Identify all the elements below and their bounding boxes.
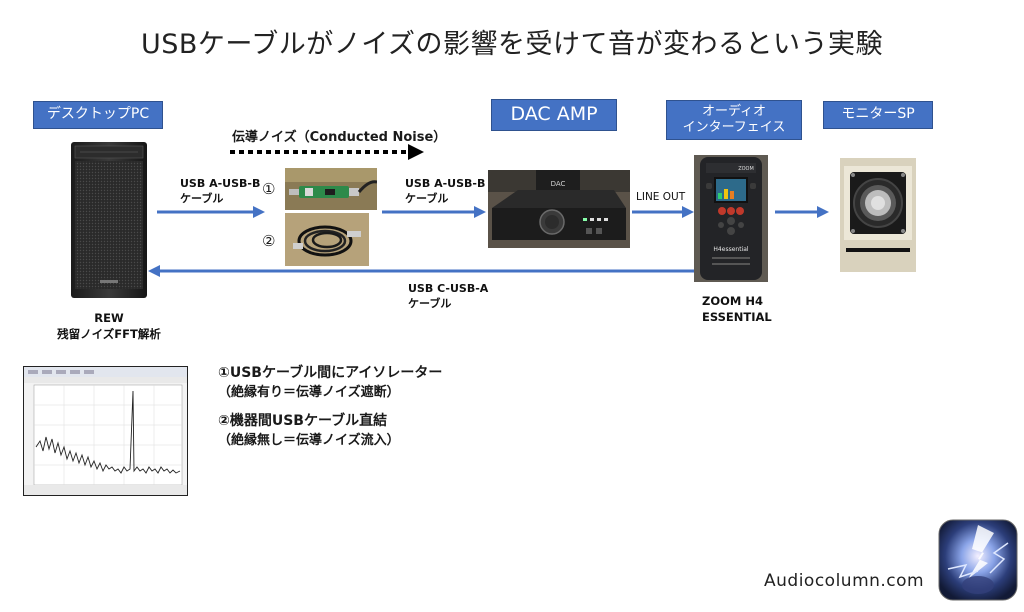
line-out-label: LINE OUT [636,191,686,203]
arrow-interface-to-pc-icon [148,265,694,277]
tag-dac-amp: DAC AMP [491,99,617,131]
cable-label-option-dac-line1: USB A-USB-B [405,177,486,190]
pc-caption-line2: 残留ノイズFFT解析 [57,326,161,341]
arrow-interface-to-speaker-icon [775,206,829,218]
note-option-1-sub: （絶縁有り＝伝導ノイズ遮断） [218,384,400,400]
rew-fft-screenshot-image [23,366,188,496]
arrow-pc-to-option-icon [157,206,265,218]
pc-caption-line1: REW [94,311,124,325]
tag-monitor-speaker: モニターSP [823,101,933,129]
tag-audio-interface-line2: インターフェイス [682,120,786,135]
usb-cable-image [285,213,369,266]
monitor-speaker-image [840,158,916,272]
dac-front-text: DAC [551,180,566,188]
note-option-1-head: ①USBケーブル間にアイソレーター [218,365,443,381]
site-logo-icon [938,519,1018,601]
interface-caption-line1: ZOOM H4 [702,294,763,308]
note-option-2: ②機器間USBケーブル直結 （絶縁無し＝伝導ノイズ流入） [218,412,400,450]
tag-audio-interface: オーディオ インターフェイス [666,100,802,140]
arrow-dac-to-interface-icon [632,206,694,218]
audio-interface-image: ZOOM H4essential [694,155,768,282]
cable-label-return-line1: USB C-USB-A [408,282,489,295]
isolator-image [285,168,377,210]
zoom-model-text: H4essential [713,246,748,253]
cable-label-option-dac: USB A-USB-B ケーブル [405,177,485,207]
arrow-option-to-dac-icon [382,206,486,218]
desktop-pc-image [71,142,147,298]
conducted-noise-label: 伝導ノイズ（Conducted Noise） [232,130,447,145]
tag-desktop-pc: デスクトップPC [33,101,163,129]
page-title: USBケーブルがノイズの影響を受けて音が変わるという実験 [141,29,883,60]
cable-label-return-line2: ケーブル [408,296,452,310]
cable-label-option-dac-line2: ケーブル [405,191,449,205]
tag-audio-interface-line1: オーディオ [701,103,767,119]
option-2-marker: ② [262,232,276,250]
cable-label-pc-option-line1: USB A-USB-B [180,177,261,190]
site-brand: Audiocolumn.com [764,571,925,591]
cable-label-pc-option: USB A-USB-B ケーブル [180,177,260,207]
note-option-2-sub: （絶縁無し＝伝導ノイズ流入） [218,432,400,448]
cable-label-pc-option-line2: ケーブル [180,191,224,205]
interface-caption-line2: ESSENTIAL [702,309,772,324]
note-option-2-head: ②機器間USBケーブル直結 [218,413,388,429]
option-1-marker: ① [262,180,276,198]
noise-dotted-arrow-icon [230,144,424,160]
interface-caption: ZOOM H4 ESSENTIAL [702,294,772,325]
zoom-brand-text: ZOOM [738,166,754,172]
note-option-1: ①USBケーブル間にアイソレーター （絶縁有り＝伝導ノイズ遮断） [218,364,442,402]
cable-label-return: USB C-USB-A ケーブル [408,282,488,312]
dac-amp-image: DAC [488,170,630,248]
pc-caption: REW 残留ノイズFFT解析 [44,311,174,342]
